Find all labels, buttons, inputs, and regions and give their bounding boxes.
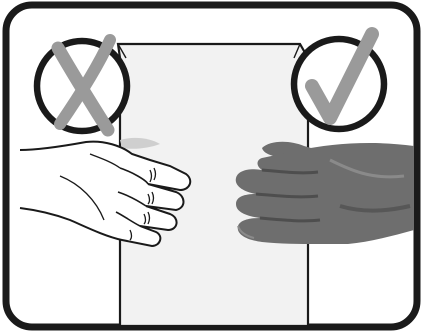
check-mark-icon — [294, 34, 384, 129]
cross-mark-icon — [37, 40, 127, 131]
